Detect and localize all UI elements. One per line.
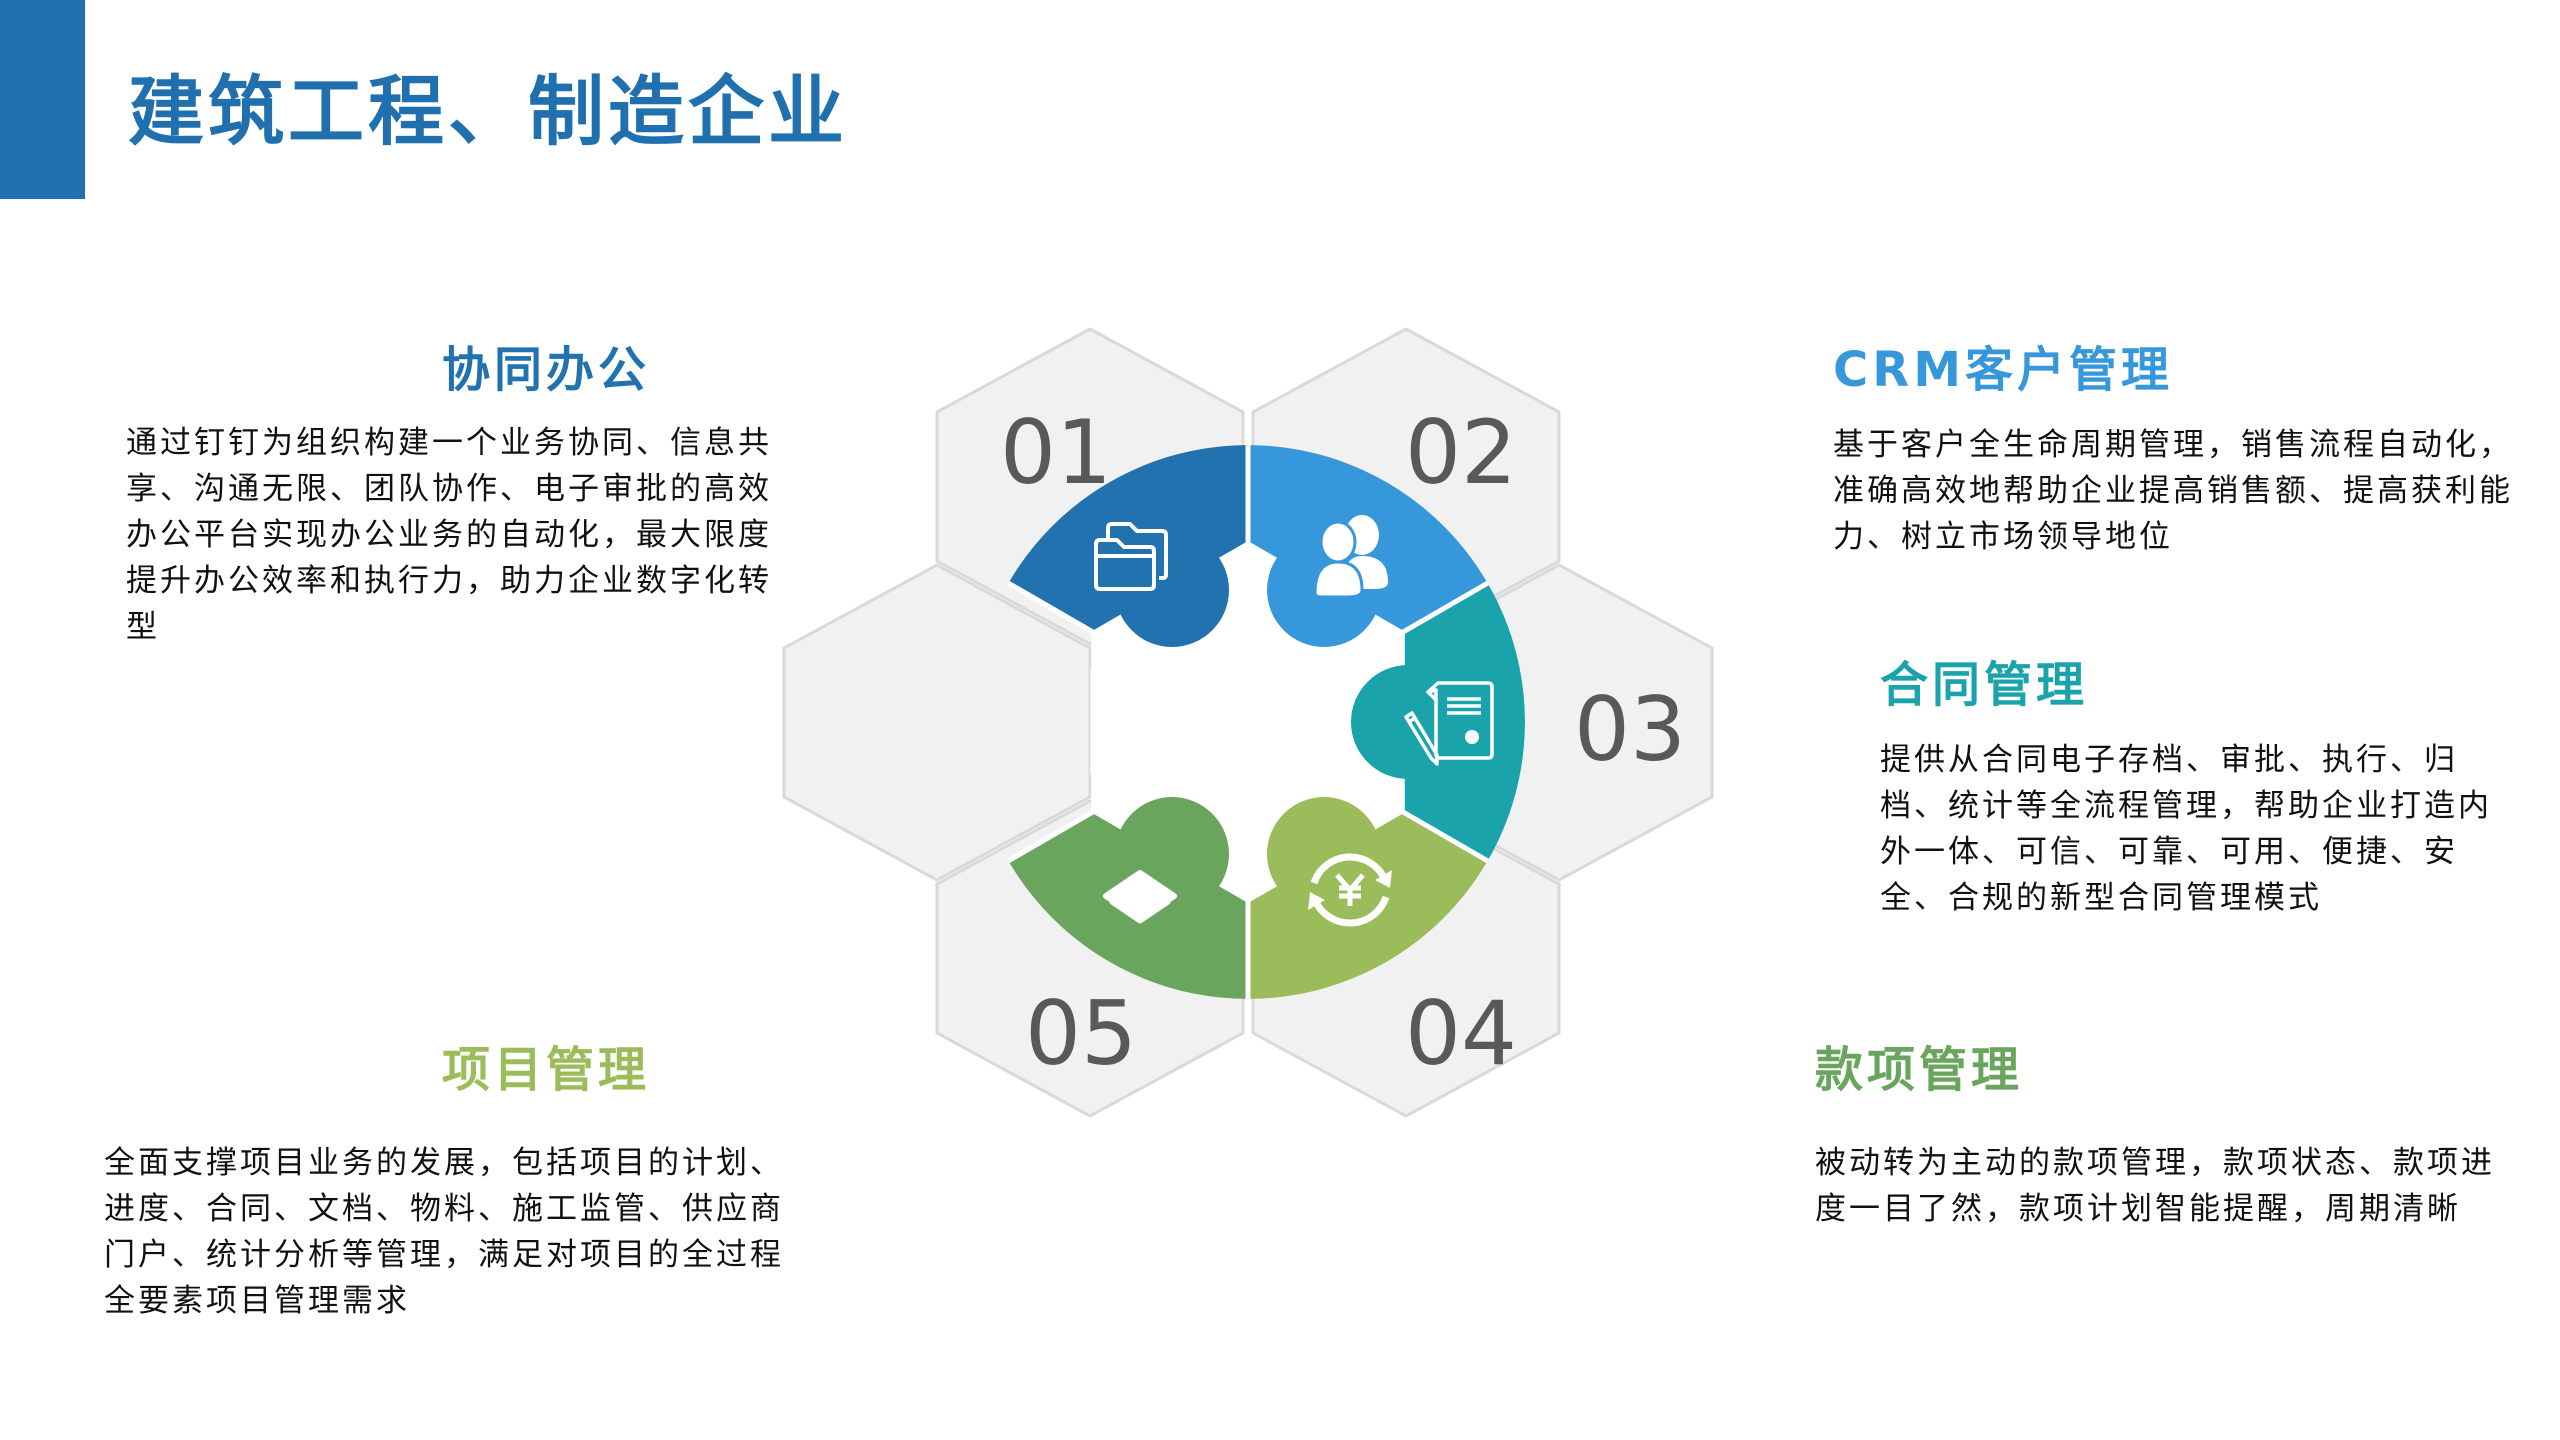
- page-title: 建筑工程、制造企业: [128, 67, 848, 156]
- users-icon: [1313, 515, 1388, 599]
- section-body: 基于客户全生命周期管理，销售流程自动化，准确高效地帮助企业提高销售额、提高获利能…: [1833, 427, 2513, 555]
- section-title: 款项管理: [1815, 1042, 2024, 1098]
- segment-04-tab: [1267, 797, 1381, 911]
- layers-icon: [1103, 870, 1177, 924]
- number-03: 03: [1574, 678, 1686, 781]
- section-title: 协同办公: [442, 342, 651, 398]
- number-02: 02: [1405, 401, 1517, 504]
- section-contract: 合同管理 提供从合同电子存档、审批、执行、归档、统计等全流程管理，帮助企业打造内…: [1880, 655, 2520, 921]
- hexagon-left: [782, 563, 1092, 882]
- number-05: 05: [1025, 982, 1137, 1085]
- section-crm: CRM客户管理 基于客户全生命周期管理，销售流程自动化，准确高效地帮助企业提高销…: [1833, 340, 2513, 560]
- section-project: 项目管理 全面支撑项目业务的发展，包括项目的计划、进度、合同、文档、物料、施工监…: [104, 1040, 794, 1324]
- section-collaboration: 协同办公 通过钉钉为组织构建一个业务协同、信息共享、沟通无限、团队协作、电子审批…: [126, 340, 786, 650]
- section-payment: 款项管理 被动转为主动的款项管理，款项状态、款项进度一目了然，款项计划智能提醒，…: [1815, 1040, 2495, 1232]
- number-01: 01: [1000, 401, 1112, 504]
- section-title: 项目管理: [442, 1042, 651, 1098]
- title-accent-bar: [0, 0, 85, 199]
- section-title: CRM客户管理: [1833, 342, 2173, 398]
- section-body: 通过钉钉为组织构建一个业务协同、信息共享、沟通无限、团队协作、电子审批的高效办公…: [126, 425, 772, 645]
- section-body: 提供从合同电子存档、审批、执行、归档、统计等全流程管理，帮助企业打造内外一体、可…: [1880, 742, 2492, 916]
- segment-01-tab: [1115, 533, 1229, 647]
- section-body: 全面支撑项目业务的发展，包括项目的计划、进度、合同、文档、物料、施工监管、供应商…: [104, 1145, 784, 1319]
- folder-icon: [1094, 522, 1168, 591]
- yen-exchange-icon: [1308, 853, 1392, 927]
- number-04: 04: [1405, 982, 1517, 1085]
- section-body: 被动转为主动的款项管理，款项状态、款项进度一目了然，款项计划智能提醒，周期清晰: [1815, 1145, 2495, 1227]
- section-title: 合同管理: [1880, 657, 2089, 713]
- contract-icon: [1404, 681, 1494, 766]
